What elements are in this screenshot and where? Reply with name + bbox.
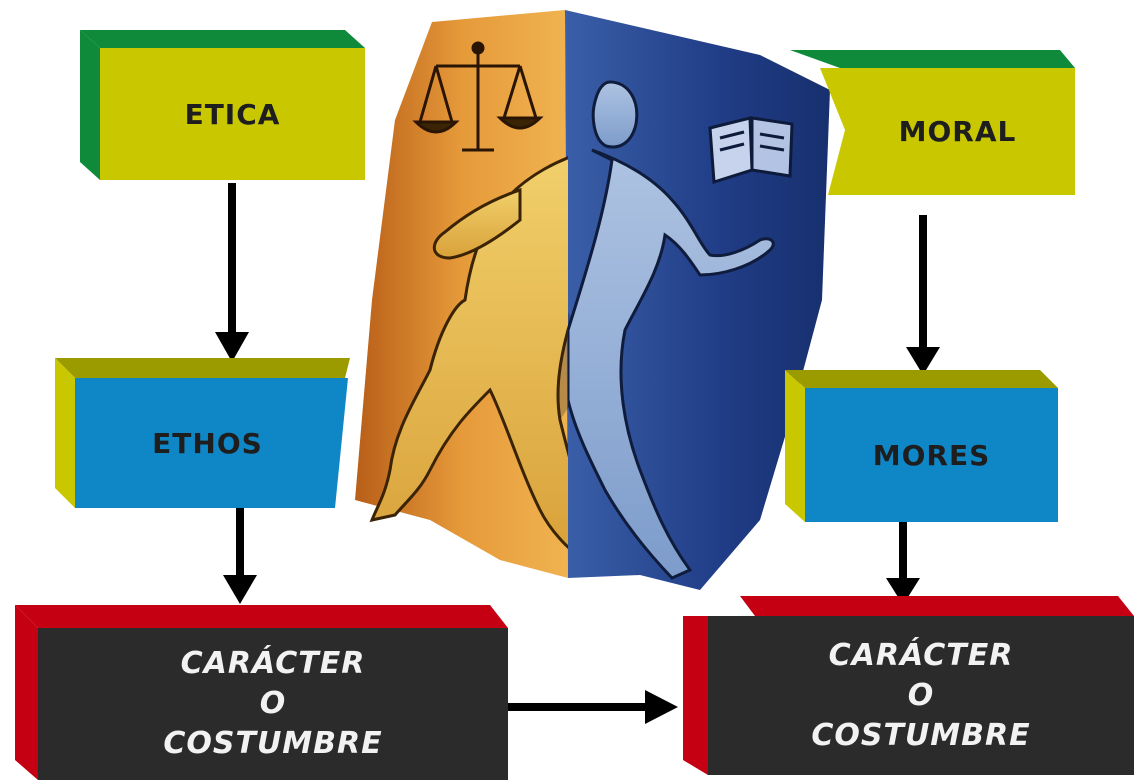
book-icon bbox=[708, 116, 794, 185]
caracter-left-label: CARÁCTER O COSTUMBRE bbox=[38, 628, 508, 780]
ethos-label: ETHOS bbox=[75, 378, 340, 508]
ethos-box-face bbox=[75, 378, 348, 508]
mores-label: MORES bbox=[805, 388, 1058, 522]
caracter-right-label: CARÁCTER O COSTUMBRE bbox=[708, 616, 1134, 775]
caracter-right-box-side-edge bbox=[683, 616, 708, 775]
caracter-right-line2: O bbox=[907, 677, 935, 713]
mores-box-top-edge bbox=[785, 370, 1058, 388]
arrow-mores-to-caracter-right bbox=[886, 520, 920, 605]
arrow-ethos-to-caracter-left bbox=[223, 506, 257, 604]
caracter-right-line3: COSTUMBRE bbox=[811, 717, 1031, 753]
mores-box bbox=[785, 370, 1058, 522]
caracter-right-box-top-edge bbox=[740, 596, 1134, 616]
mores-text: MORES bbox=[872, 438, 991, 472]
caracter-left-line3: COSTUMBRE bbox=[163, 726, 383, 761]
moral-label: MORAL bbox=[840, 68, 1075, 195]
moral-box-top-edge bbox=[790, 50, 1075, 68]
caracter-right-box bbox=[683, 596, 1134, 775]
etica-label: ETICA bbox=[100, 48, 365, 180]
caracter-right-box-face bbox=[708, 616, 1134, 775]
caracter-left-box-top-edge bbox=[15, 605, 508, 628]
caracter-left-box-side-edge bbox=[15, 605, 38, 780]
ethos-box bbox=[55, 358, 350, 508]
central-illustration bbox=[355, 10, 830, 590]
caracter-right-line1: CARÁCTER bbox=[828, 637, 1014, 673]
etica-text: ETICA bbox=[184, 97, 281, 131]
etica-box-side-edge bbox=[80, 30, 100, 180]
arrow-moral-to-mores bbox=[906, 215, 940, 375]
ethos-text: ETHOS bbox=[152, 426, 263, 460]
etica-box-face bbox=[100, 48, 365, 180]
ethos-box-top-edge bbox=[55, 358, 350, 378]
figure-cool-half bbox=[568, 80, 775, 580]
scales-icon bbox=[412, 41, 544, 152]
figure-warm-half bbox=[369, 156, 568, 550]
caracter-left-box-face bbox=[38, 628, 508, 780]
arrow-etica-to-ethos bbox=[215, 183, 249, 362]
moral-box bbox=[790, 50, 1075, 195]
caracter-left-box bbox=[15, 605, 508, 780]
moral-box-face bbox=[820, 68, 1075, 195]
etica-box-top-edge bbox=[80, 30, 365, 48]
arrow-left-to-right-bottom bbox=[492, 690, 678, 724]
moral-text: MORAL bbox=[898, 115, 1017, 148]
caracter-left-line1: CARÁCTER bbox=[180, 646, 366, 681]
caracter-left-line2: O bbox=[259, 686, 287, 721]
ethos-box-side-edge bbox=[55, 358, 75, 508]
arrows bbox=[215, 183, 940, 724]
etica-box bbox=[80, 30, 365, 180]
mores-box-side-edge bbox=[785, 370, 805, 522]
mores-box-face bbox=[805, 388, 1058, 522]
